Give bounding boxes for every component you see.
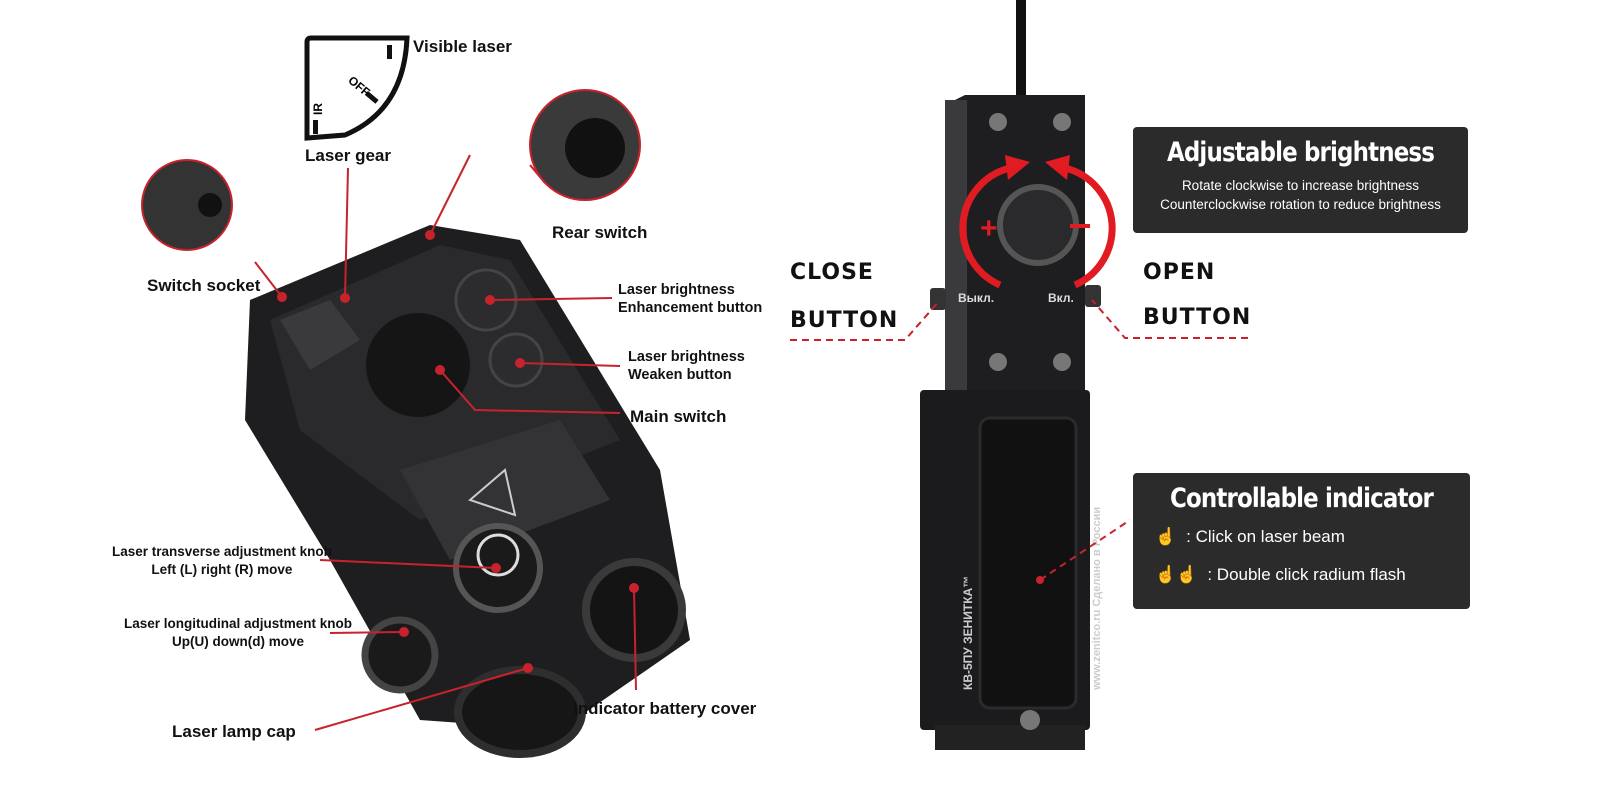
- label-line: Up(U) down(d) move: [172, 634, 304, 649]
- label-line: Laser brightness: [618, 282, 735, 298]
- single-tap-hand-icon: ☝: [1155, 527, 1177, 546]
- indicator-info-box: Controllable indicator ☝ : Click on lase…: [1133, 473, 1470, 609]
- model-mark: КВ-5ПУ ЗЕНИТКА™: [961, 576, 975, 690]
- label-line: Laser transverse adjustment knob: [112, 544, 332, 559]
- label-battery-cover: Indicator battery cover: [573, 699, 757, 718]
- brightness-knob: [997, 184, 1079, 266]
- longitudinal-knob: [361, 616, 439, 694]
- cable: [1016, 0, 1026, 100]
- label-open: OPEN: [1143, 260, 1216, 285]
- site-mark: www.zenitco.ru Сделано в России: [1091, 507, 1103, 691]
- close-button-physical: [930, 288, 946, 310]
- double-tap-hand-icon: ☝☝: [1155, 565, 1198, 584]
- indicator-item: ☝ : Click on laser beam: [1133, 518, 1470, 556]
- label-line: Left (L) right (R) move: [151, 562, 293, 577]
- brightness-title: Adjustable brightness: [1166, 137, 1435, 168]
- brightness-info-box: Adjustable brightness Rotate clockwise t…: [1133, 127, 1468, 233]
- svg-text:IR: IR: [311, 103, 325, 115]
- label-line: Enhancement button: [618, 300, 763, 316]
- main-switch-button: [366, 313, 470, 417]
- laser-gear-icon: OFF IR: [304, 35, 410, 141]
- label-longitudinal-knob: Laser longitudinal adjustment knob Up(U)…: [124, 615, 352, 651]
- open-mark: Вкл.: [1048, 291, 1074, 305]
- label-brightness-enhance: Laser brightness Enhancement button: [618, 281, 762, 317]
- leader-lines: [254, 154, 637, 731]
- label-switch-socket: Switch socket: [147, 276, 261, 295]
- remote-switch-device: Выкл. Вкл. КВ-5ПУ ЗЕНИТКА™ www.zenitco.r…: [920, 0, 1103, 750]
- indicator-item-text: : Double click radium flash: [1207, 565, 1406, 584]
- label-close-button: BUTTON: [790, 308, 899, 333]
- label-transverse-knob: Laser transverse adjustment knob Left (L…: [112, 543, 332, 579]
- laser-gear-lever: [280, 300, 360, 370]
- label-close: CLOSE: [790, 260, 874, 285]
- switch-socket-callout: [141, 159, 233, 251]
- brightness-line-2: Counterclockwise rotation to reduce brig…: [1160, 197, 1441, 212]
- label-line: Weaken button: [628, 367, 732, 383]
- indicator-title: Controllable indicator: [1169, 483, 1434, 514]
- label-line: Laser longitudinal adjustment knob: [124, 616, 353, 631]
- label-brightness-weaken: Laser brightness Weaken button: [628, 348, 745, 384]
- label-line: Laser brightness: [628, 349, 745, 365]
- minus-icon: [1070, 224, 1090, 228]
- indicator-item: ☝☝ : Double click radium flash: [1133, 556, 1470, 594]
- close-mark: Выкл.: [958, 291, 994, 305]
- label-main-switch: Main switch: [630, 407, 727, 426]
- label-visible-laser: Visible laser: [413, 37, 512, 56]
- label-rear-switch: Rear switch: [552, 223, 648, 242]
- indicator-item-text: : Click on laser beam: [1186, 527, 1345, 546]
- brightness-line-1: Rotate clockwise to increase brightness: [1181, 178, 1420, 193]
- rotation-arrows-icon: [959, 164, 1116, 289]
- open-button-physical: [1085, 285, 1101, 307]
- label-laser-gear: Laser gear: [305, 146, 391, 165]
- label-lamp-cap: Laser lamp cap: [172, 722, 296, 741]
- label-open-button: BUTTON: [1143, 305, 1252, 330]
- plus-icon: +: [980, 212, 998, 245]
